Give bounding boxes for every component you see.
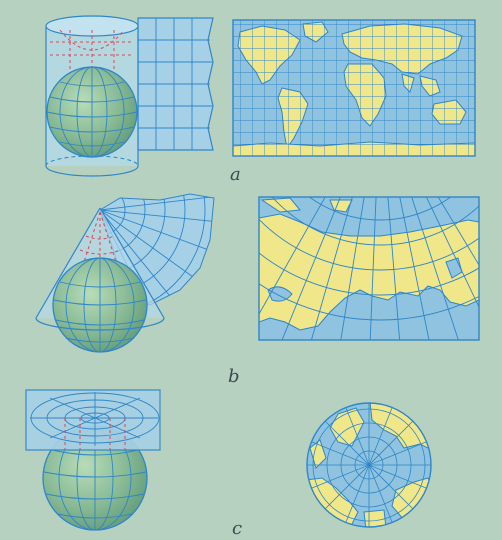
panel-c-azimuthal bbox=[25, 389, 432, 531]
tangent-plane bbox=[25, 389, 161, 451]
projection-guides-b bbox=[79, 211, 121, 263]
cylinder-unrolled-sheet bbox=[137, 17, 214, 151]
panel-label-a: a bbox=[230, 164, 241, 185]
azimuthal-polar-map bbox=[306, 402, 432, 528]
world-map-cylindrical bbox=[232, 19, 476, 157]
globe-b bbox=[35, 257, 165, 353]
projection-guides-a bbox=[50, 29, 134, 80]
panel-label-c: c bbox=[232, 518, 242, 539]
panel-label-b: b bbox=[228, 366, 240, 387]
conic-map-eurasia bbox=[258, 196, 480, 341]
panel-b-conic bbox=[35, 193, 480, 353]
globe-a bbox=[46, 66, 138, 158]
panel-a-cylindrical bbox=[45, 15, 476, 177]
